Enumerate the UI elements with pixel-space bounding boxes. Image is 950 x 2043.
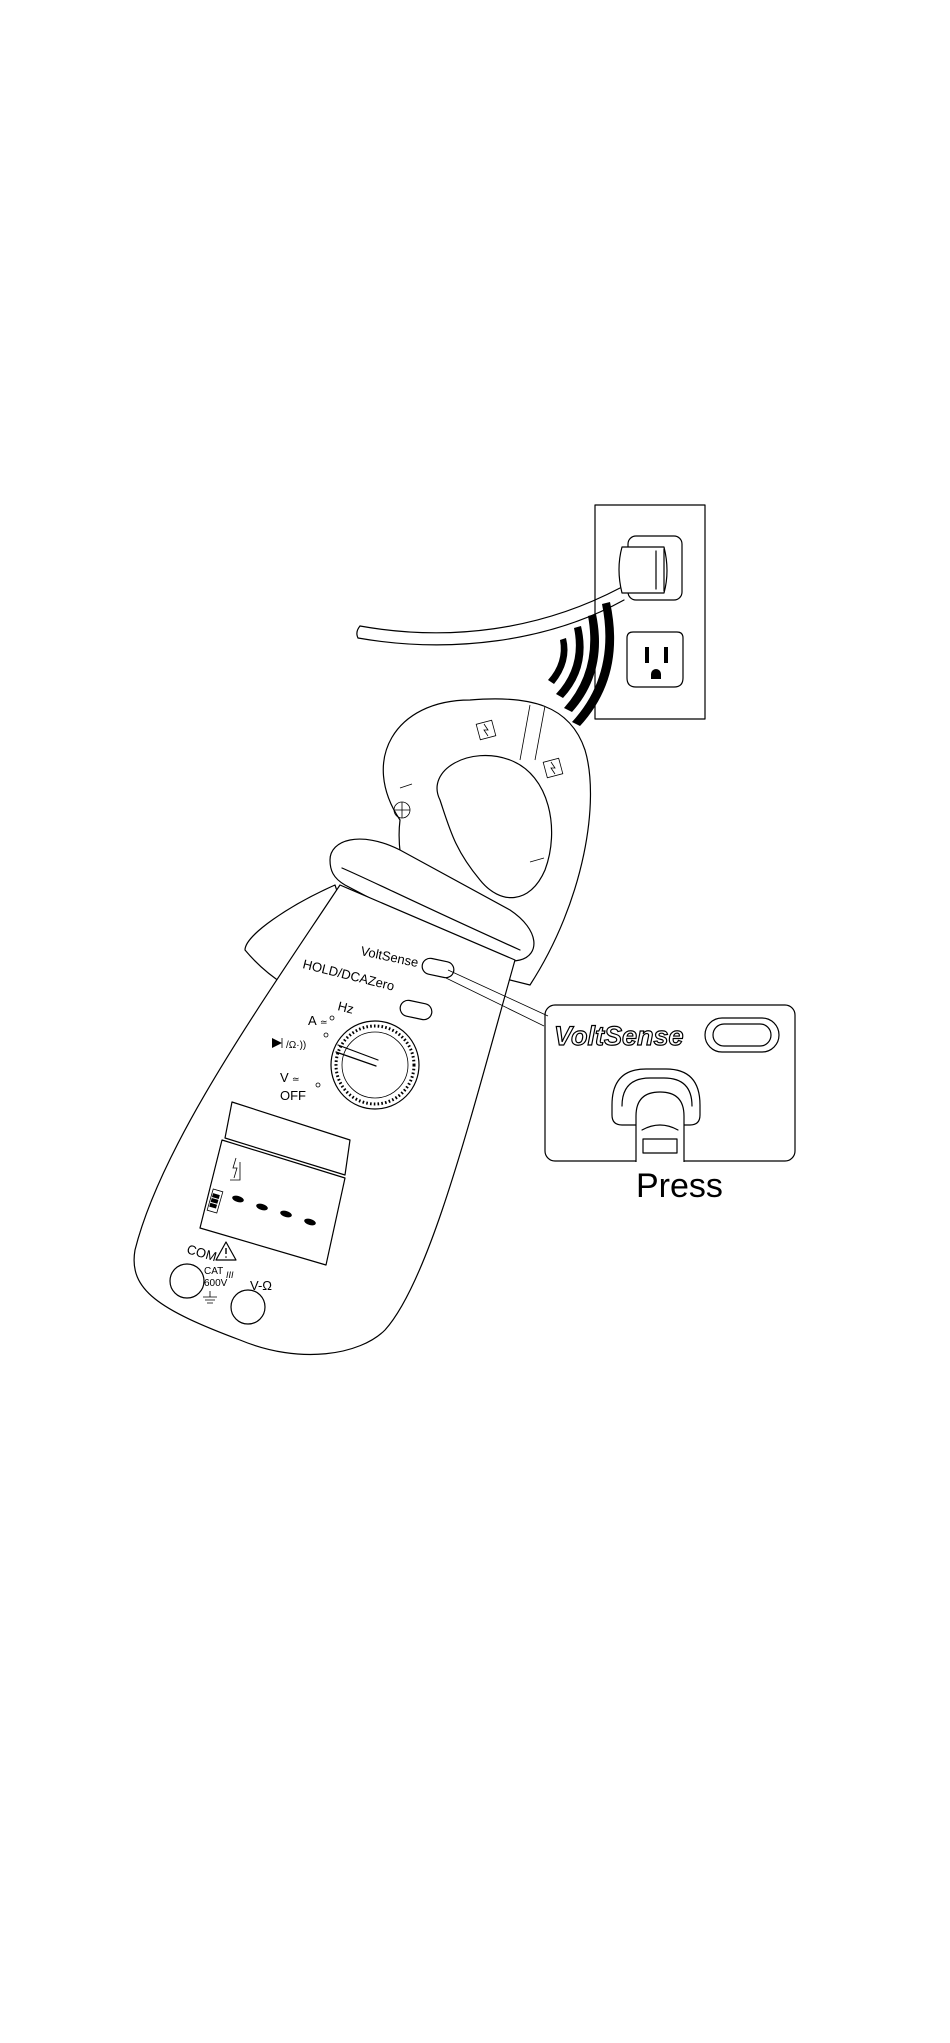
outlet-slot-right xyxy=(664,647,668,663)
voltsense-signal-icon xyxy=(548,602,614,726)
power-cord xyxy=(357,588,624,645)
clamp-meter: VoltSense HOLD/DCAZero Hz A ≃ /Ω·)) V ≃ … xyxy=(134,699,590,1355)
callout-button-slot xyxy=(705,1018,779,1052)
rating-label: 600V xyxy=(204,1278,228,1289)
amp-label: A xyxy=(308,1013,317,1028)
callout-title: VoltSense xyxy=(554,1021,684,1051)
meter-body xyxy=(134,885,515,1354)
cat-label: CAT xyxy=(204,1266,223,1277)
finger-press-icon xyxy=(612,1069,700,1162)
svg-text:≃: ≃ xyxy=(292,1074,300,1084)
callout-caption: Press xyxy=(636,1167,723,1205)
voltsense-callout: VoltSense Press xyxy=(545,1005,795,1205)
plug-body xyxy=(619,547,667,593)
outlet-ground-hole xyxy=(651,669,661,679)
outlet-slot-left xyxy=(645,647,649,663)
svg-text:≃: ≃ xyxy=(320,1017,328,1027)
volt-label: V xyxy=(280,1070,289,1085)
off-label: OFF xyxy=(280,1088,306,1103)
svg-text:/Ω·)): /Ω·)) xyxy=(286,1040,306,1051)
